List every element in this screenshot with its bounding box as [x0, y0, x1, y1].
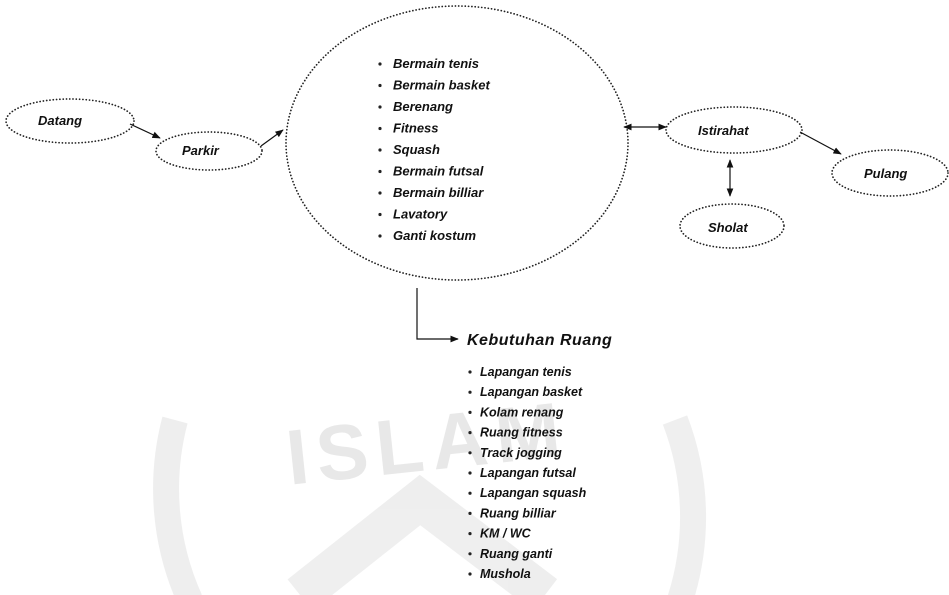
requirement-item: Ruang ganti [480, 547, 553, 561]
activity-item-bullet [378, 169, 382, 174]
requirement-item-bullet [468, 390, 472, 394]
activity-item-bullet [378, 62, 382, 66]
arrow-datang-parkir [129, 123, 161, 139]
node-sholat-ellipse [679, 203, 785, 249]
activity-item-bullet [378, 191, 382, 195]
activity-item: Ganti kostum [393, 228, 477, 243]
node-datang-label: Datang [38, 113, 82, 128]
activity-item-bullet [378, 83, 382, 88]
requirement-item: Lapangan futsal [480, 466, 576, 480]
requirement-item: Mushola [480, 567, 531, 581]
requirement-item: Track jogging [480, 446, 562, 460]
requirement-item-bullet [468, 451, 472, 455]
requirement-item-bullet [468, 410, 472, 414]
activity-item-bullet [378, 234, 382, 238]
node-pulang-ellipse [831, 149, 949, 197]
node-parkir-label: Parkir [182, 143, 220, 158]
activity-item: Fitness [393, 121, 439, 136]
watermark-seal: ISLAM [153, 385, 706, 595]
activity-item: Bermain tenis [393, 56, 479, 71]
activity-item: Bermain basket [393, 78, 490, 93]
requirement-item-bullet [468, 471, 472, 475]
activity-item-bullet [378, 105, 382, 109]
arrow-istirahat-pulang [799, 131, 842, 155]
requirement-item: Lapangan squash [480, 486, 587, 500]
node-datang-ellipse [5, 98, 135, 144]
requirements-title: Kebutuhan Ruang [467, 332, 612, 349]
requirement-item: Lapangan tenis [480, 365, 572, 379]
activity-item: Squash [393, 142, 440, 157]
activity-item: Lavatory [393, 207, 448, 222]
requirement-item-bullet [468, 572, 472, 576]
node-sholat-label: Sholat [708, 220, 748, 235]
activity-ellipse [285, 5, 629, 281]
activity-item: Berenang [393, 99, 453, 114]
arrow-to-kebutuhan [416, 288, 459, 343]
node-istirahat-label: Istirahat [698, 123, 749, 138]
requirement-item: Ruang billiar [480, 506, 557, 520]
node-pulang-label: Pulang [864, 166, 907, 181]
activity-item-bullet [378, 148, 382, 152]
activity-item: Bermain futsal [393, 164, 484, 179]
requirement-item-bullet [468, 370, 472, 374]
node-parkir-ellipse [155, 131, 263, 171]
activity-item: Bermain billiar [393, 185, 484, 200]
requirement-item: KM / WC [480, 527, 532, 541]
requirement-item-bullet [468, 532, 472, 536]
requirement-item-bullet [468, 552, 472, 556]
requirement-item-bullet [468, 511, 472, 515]
activity-item-bullet [378, 212, 382, 217]
requirement-item-bullet [468, 431, 472, 435]
requirement-item: Ruang fitness [480, 426, 563, 440]
arrow-parkir-activities [260, 129, 284, 147]
activity-item-bullet [378, 126, 382, 131]
requirement-item: Kolam renang [480, 405, 564, 419]
requirement-item-bullet [468, 491, 472, 495]
requirement-item: Lapangan basket [480, 385, 583, 399]
